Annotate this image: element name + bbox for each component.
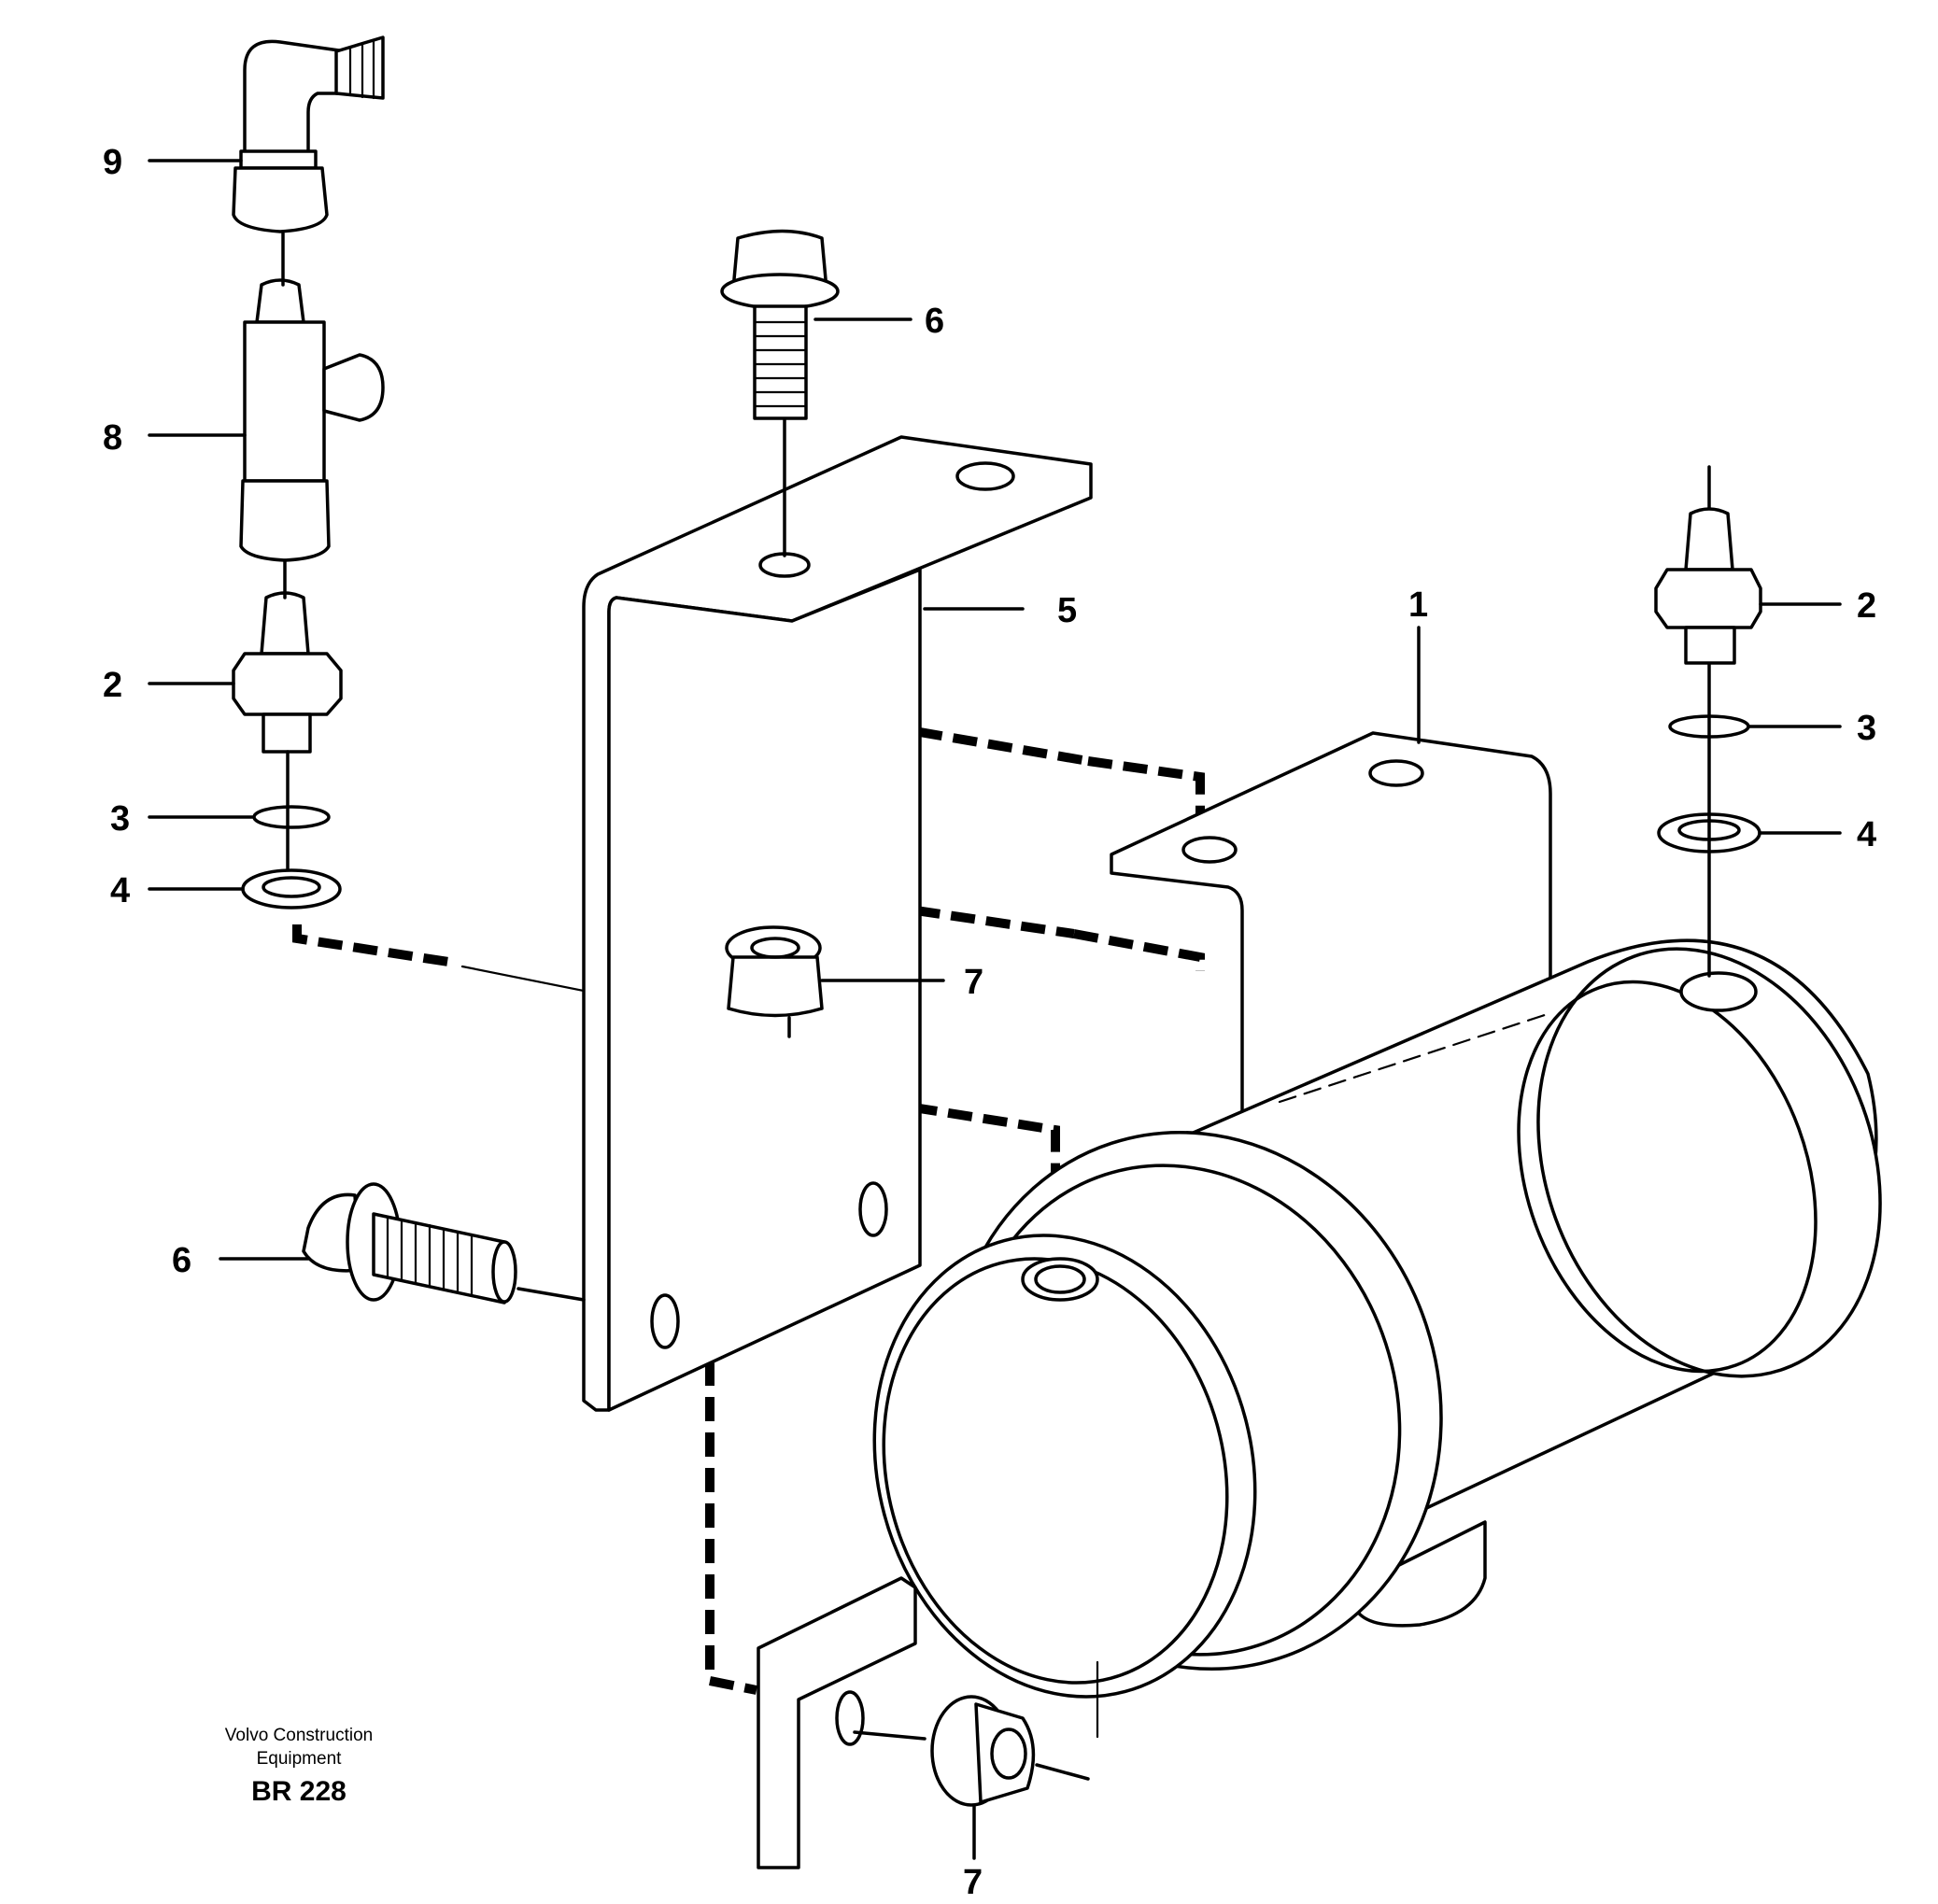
adapter-part-2-right	[1654, 465, 1762, 665]
centre-axis-lines	[281, 232, 1711, 978]
callout-4-left: 4	[110, 871, 130, 910]
callout-5: 5	[1057, 591, 1077, 630]
bracket-top-hole	[955, 461, 1015, 491]
callout-2-left: 2	[103, 666, 122, 705]
bracket-lower-hole	[650, 1293, 680, 1349]
flange-bolt-part-6-top	[720, 229, 840, 557]
cooler-right-port	[1679, 971, 1758, 1012]
callout-3-left: 3	[110, 799, 130, 839]
adapter-part-2-left	[232, 591, 343, 754]
flange-nut-part-7-middle	[725, 925, 824, 1038]
lower-plate-hole	[835, 1690, 865, 1746]
drawing-code: BR 228	[251, 1776, 347, 1807]
credit-company-line1: Volvo Construction	[224, 1726, 374, 1745]
callout-2-right: 2	[1857, 586, 1876, 626]
mount-top-hole	[1368, 759, 1424, 787]
callout-1: 1	[1408, 585, 1428, 625]
callout-leaders	[148, 159, 1842, 1860]
callout-8: 8	[103, 418, 122, 458]
oil-cooler-cylinder	[872, 938, 1882, 1739]
bracket-side-hole	[858, 1181, 888, 1237]
lower-bracket-plate	[757, 1576, 917, 1869]
flange-nut-part-7-bottom	[853, 1695, 1090, 1807]
washer-part-4-left	[241, 868, 342, 910]
callout-4-right: 4	[1857, 815, 1876, 854]
callout-6-side: 6	[172, 1241, 191, 1280]
callout-9: 9	[103, 143, 122, 182]
callout-3-right: 3	[1857, 709, 1876, 748]
mount-side-hole	[1181, 836, 1238, 864]
tee-fitting-part-8	[239, 278, 385, 562]
credit-company-line2: Equipment	[256, 1749, 342, 1769]
callout-7-middle: 7	[964, 963, 983, 1002]
callout-7-bottom: 7	[963, 1863, 983, 1902]
callout-labels: 9 8 2 3 4 6 5 7 6 1 2 3 4 7	[103, 143, 1876, 1902]
callout-6-top: 6	[925, 302, 944, 341]
elbow-fitting-part-9	[232, 35, 385, 233]
cooler-bottom-port	[1352, 1520, 1487, 1628]
flange-bolt-part-6-side	[302, 1182, 586, 1305]
o-ring-part-3-left	[252, 805, 331, 829]
